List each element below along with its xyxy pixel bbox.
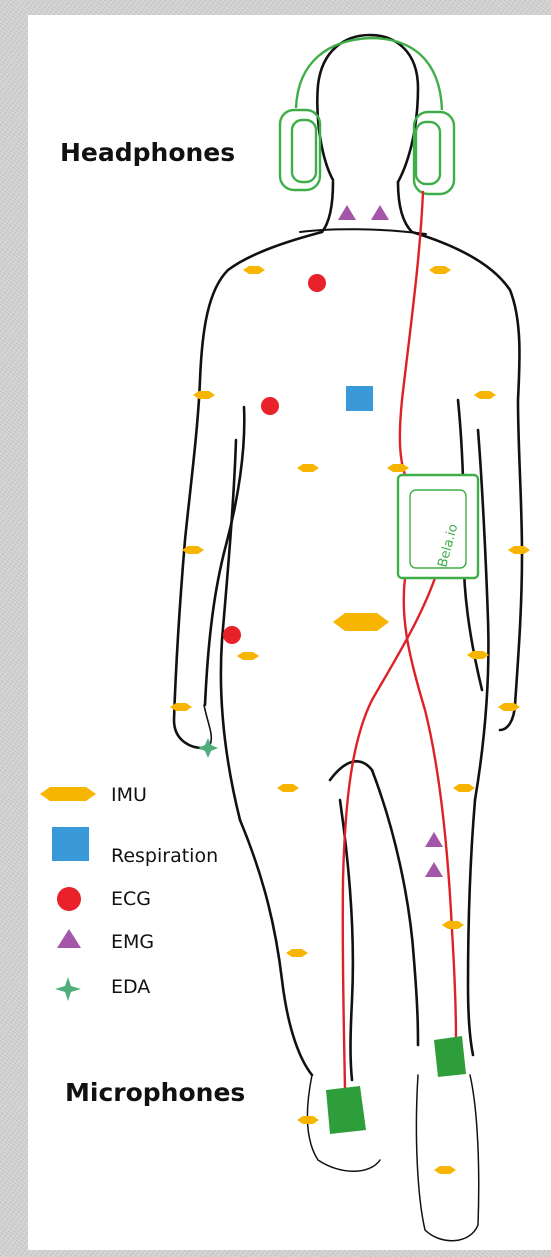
- imu-sensor: [387, 464, 409, 472]
- imu-sensor-torso: [333, 613, 389, 631]
- legend-symbols: [40, 787, 96, 1001]
- right-foot: [416, 1075, 478, 1241]
- imu-sensor: [474, 391, 496, 399]
- left-leg-outer: [240, 820, 312, 1075]
- headphones-device: [280, 38, 454, 194]
- imu-sensor: [297, 464, 319, 472]
- neck-left: [322, 182, 333, 232]
- legend-emg-symbol: [57, 929, 81, 948]
- headphones-label: Headphones: [60, 138, 235, 167]
- microphones-devices: [326, 1036, 466, 1134]
- ecg-sensor: [261, 397, 279, 415]
- microphone-wire-left: [343, 578, 435, 1090]
- bela-board: Bela.io: [398, 475, 478, 578]
- respiration-sensor: [346, 386, 373, 411]
- legend-emg-label: EMG: [111, 931, 154, 953]
- legend-imu-symbol: [40, 787, 96, 801]
- ecg-sensors: [223, 274, 326, 644]
- imu-sensor: [508, 546, 530, 554]
- right-earcup-inner: [416, 122, 440, 184]
- right-leg-outer: [468, 800, 475, 1055]
- imu-sensor: [453, 784, 475, 792]
- head-outline: [317, 35, 418, 182]
- emg-sensor: [425, 862, 443, 877]
- microphones-label: Microphones: [65, 1078, 245, 1107]
- neck-right: [398, 182, 412, 232]
- eda-sensor: [198, 738, 218, 758]
- legend-imu-label: IMU: [111, 784, 147, 806]
- emg-sensor: [425, 832, 443, 847]
- imu-sensor: [193, 391, 215, 399]
- imu-sensor: [286, 949, 308, 957]
- emg-sensor: [371, 205, 389, 220]
- left-shoulder-arm-outline: [174, 232, 322, 748]
- legend-ecg-label: ECG: [111, 888, 151, 910]
- legend-respiration-symbol: [52, 827, 89, 861]
- legend-eda-label: EDA: [111, 976, 150, 998]
- microphone-wire-right: [404, 578, 456, 1040]
- legend-ecg-symbol: [57, 887, 81, 911]
- legend-eda-symbol: [55, 977, 81, 1001]
- imu-sensor: [498, 703, 520, 711]
- imu-sensor: [237, 652, 259, 660]
- emg-sensor: [338, 205, 356, 220]
- ecg-sensor: [223, 626, 241, 644]
- imu-sensor: [434, 1166, 456, 1174]
- right-leg-inner: [372, 770, 418, 1045]
- left-inner-arm: [205, 407, 244, 705]
- wiring: [343, 192, 456, 1090]
- imu-sensor: [467, 651, 489, 659]
- imu-sensor: [277, 784, 299, 792]
- imu-sensor: [442, 921, 464, 929]
- headphone-wire: [400, 192, 423, 475]
- left-earcup-inner: [292, 120, 316, 182]
- microphone-right: [434, 1036, 466, 1077]
- imu-sensor: [429, 266, 451, 274]
- legend-respiration-label: Respiration: [111, 845, 218, 867]
- imu-sensor: [297, 1116, 319, 1124]
- ecg-sensor: [308, 274, 326, 292]
- microphone-left: [326, 1086, 366, 1134]
- imu-sensor: [243, 266, 265, 274]
